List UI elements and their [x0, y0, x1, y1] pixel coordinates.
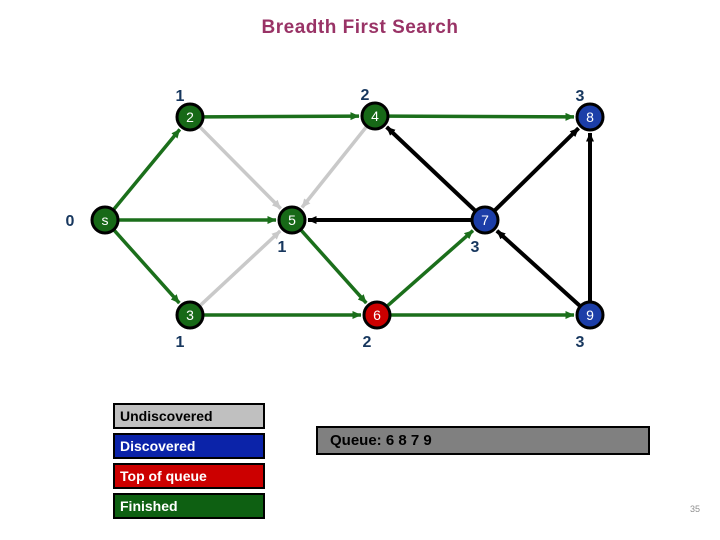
- graph-node-9: 9: [575, 300, 605, 330]
- distance-label-2: 1: [176, 88, 185, 105]
- edge-6-7: [386, 229, 475, 308]
- graph-node-3: 3: [175, 300, 205, 330]
- legend-finished: Finished: [113, 493, 265, 519]
- queue-status-box: Queue: 6 8 7 9: [316, 426, 650, 455]
- graph-node-7: 7: [470, 205, 500, 235]
- edge-s-2: [112, 128, 182, 211]
- edge-2-4: [203, 112, 360, 121]
- node-label-8: 8: [586, 109, 594, 125]
- edge-7-4: [385, 125, 477, 212]
- edge-5-6: [300, 229, 368, 305]
- graph-node-5: 5: [277, 205, 307, 235]
- node-label-9: 9: [586, 307, 594, 323]
- edge-s-3: [113, 229, 181, 305]
- graph-node-2: 2: [175, 102, 205, 132]
- edge-4-8: [388, 112, 575, 121]
- node-label-7: 7: [481, 212, 489, 228]
- node-label-2: 2: [186, 109, 194, 125]
- legend-top-of-queue-label: Top of queue: [120, 468, 207, 484]
- distance-label-7: 3: [471, 239, 480, 256]
- page-number: 35: [690, 504, 701, 514]
- node-circle-8: [575, 102, 605, 132]
- node-circle-7: [470, 205, 500, 235]
- node-label-4: 4: [371, 108, 379, 124]
- edge-7-8: [493, 126, 580, 212]
- distance-label-8: 3: [576, 88, 585, 105]
- page-title: Breadth First Search: [261, 17, 459, 38]
- node-circle-5: [277, 205, 307, 235]
- distance-label-9: 3: [576, 334, 585, 351]
- node-circle-3: [175, 300, 205, 330]
- edge-2-5: [198, 125, 282, 210]
- legend-undiscovered: Undiscovered: [113, 403, 265, 429]
- legend-discovered-label: Discovered: [120, 438, 196, 454]
- legend-finished-label: Finished: [120, 498, 178, 514]
- node-label-s: s: [102, 212, 109, 228]
- graph-edges: [112, 112, 594, 319]
- node-circle-4: [360, 101, 390, 131]
- edge-4-5: [300, 125, 368, 209]
- graph-node-6: 6: [362, 300, 392, 330]
- legend-undiscovered-label: Undiscovered: [120, 408, 213, 424]
- node-state-legend: Undiscovered Discovered Top of queue Fin…: [113, 403, 265, 523]
- distance-label-3: 1: [176, 334, 185, 351]
- node-label-3: 3: [186, 307, 194, 323]
- node-label-6: 6: [373, 307, 381, 323]
- distance-label-s: 0: [66, 213, 75, 230]
- node-circle-s: [90, 205, 120, 235]
- legend-top-of-queue: Top of queue: [113, 463, 265, 489]
- edge-3-5: [199, 229, 282, 307]
- graph-node-s: s: [90, 205, 120, 235]
- node-label-5: 5: [288, 212, 296, 228]
- node-circle-6: [362, 300, 392, 330]
- node-circle-2: [175, 102, 205, 132]
- legend-discovered: Discovered: [113, 433, 265, 459]
- edge-9-7: [495, 229, 581, 308]
- graph-node-4: 4: [360, 101, 390, 131]
- distance-label-5: 1: [278, 239, 287, 256]
- node-circle-9: [575, 300, 605, 330]
- distance-label-4: 2: [361, 87, 370, 104]
- graph-node-8: 8: [575, 102, 605, 132]
- distance-label-6: 2: [363, 334, 372, 351]
